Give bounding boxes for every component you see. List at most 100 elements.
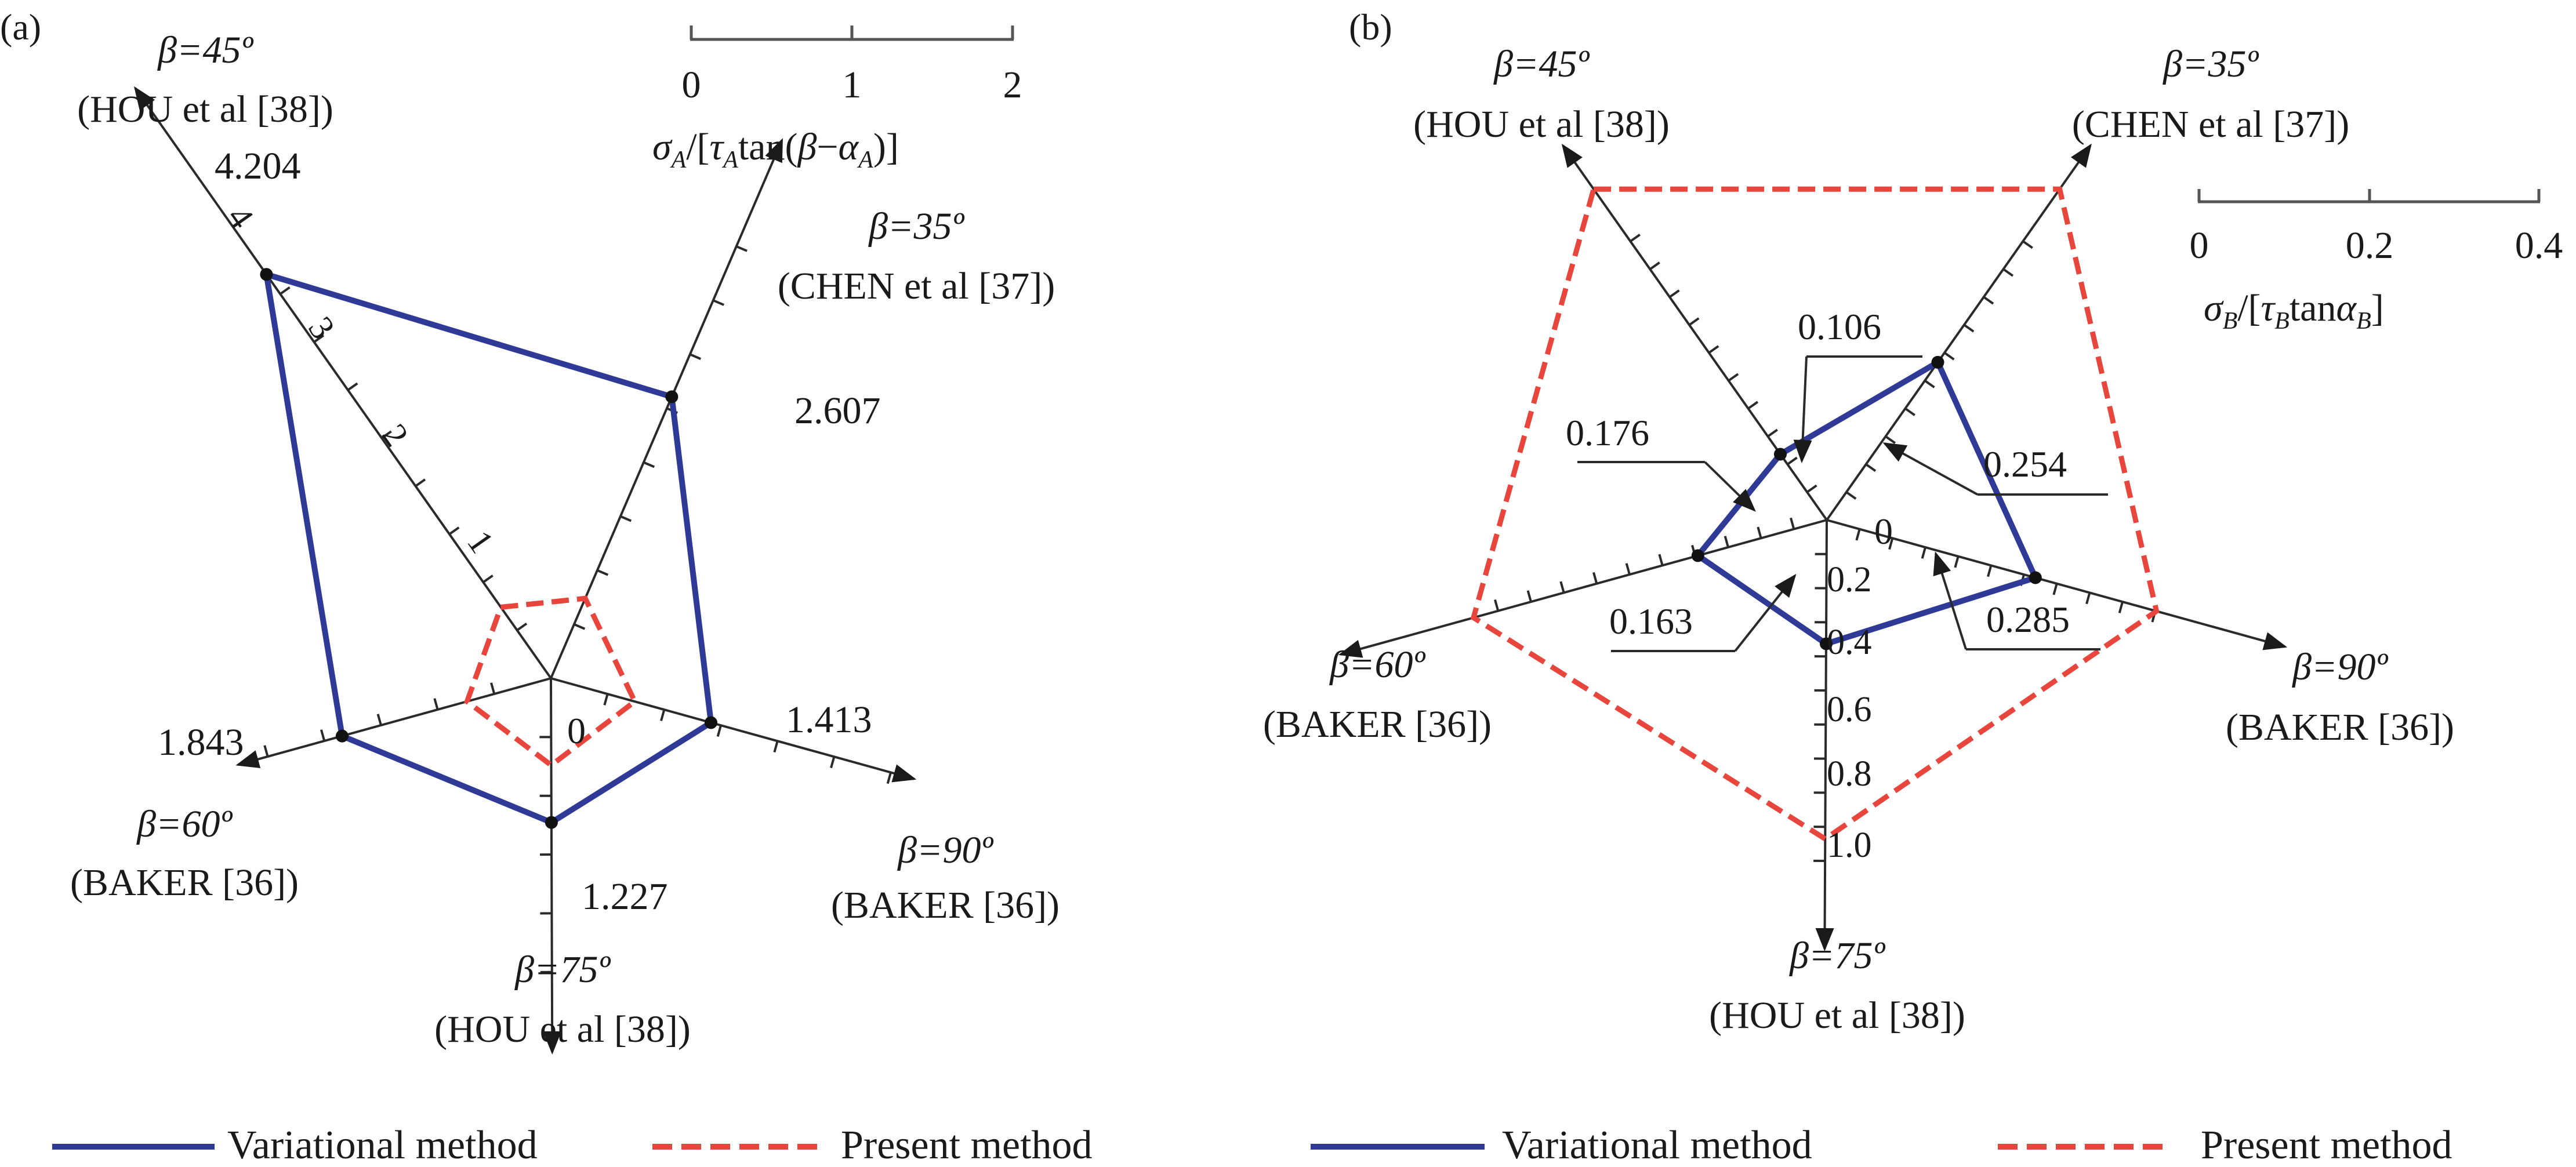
panel-b-series	[1470, 186, 2160, 842]
panel-b-axis-60-source: (BAKER [36])	[1263, 703, 1492, 746]
panel-a-tick-35-7	[735, 245, 748, 252]
panel-a-point-75	[545, 816, 558, 829]
panel-b-series-present	[1470, 186, 2160, 842]
panel-b-radial-ticks	[1494, 234, 2157, 862]
panel-b-value-label-163: 0.163	[1609, 601, 1693, 642]
panel-a-point-90	[705, 716, 717, 729]
panel-a-axis-90-beta: β=90º	[897, 829, 993, 871]
panel-b-point-60	[1691, 549, 1704, 562]
panel-a-tick-35-3	[643, 461, 655, 468]
panel-b-scale-title: σB/[τBtanαB]	[2204, 287, 2384, 335]
panel-a: (a) 0 1 2 3 4 4.204 2.607 1.413 1.227 1.…	[0, 6, 1060, 1055]
panel-b-tick-35-7	[1983, 296, 1994, 305]
panel-a-value-label-90: 1.413	[786, 699, 872, 741]
panel-a-tick-45-4	[381, 430, 392, 439]
panel-b-points	[1691, 355, 2042, 650]
panel-a-axis-90	[550, 677, 917, 783]
panel-b-tick-35-1	[1865, 463, 1877, 472]
panel-a-tick-45-0	[516, 622, 528, 631]
panel-b-tick-45-6	[1688, 317, 1700, 326]
panel-b-axis-45	[1561, 143, 1828, 521]
panel-a-radial-label-3: 3	[301, 310, 342, 346]
panel-b-tick-45-7	[1668, 289, 1680, 299]
panel-b-tick-45-5	[1708, 345, 1719, 354]
panel-b-radial-label-0: 0	[1874, 511, 1893, 552]
panel-a-tick-60-1	[433, 698, 439, 710]
panel-b-tick-60-4	[1658, 554, 1664, 566]
panel-b-leader-176-arrow	[1704, 461, 1756, 512]
panel-b-axis-35-source: (CHEN et al [37])	[2072, 103, 2349, 146]
panel-b-tick-60-1	[1757, 526, 1762, 539]
panel-b-tick-45-4	[1728, 373, 1739, 382]
panel-b-tick-35-5	[1943, 351, 1955, 361]
panel-a-tick-90-5	[886, 772, 892, 784]
panel-b-point-90	[2029, 571, 2042, 584]
panel-b-tick-45-8	[1649, 261, 1660, 270]
panel-b-radial-label-5: 1.0	[1827, 826, 1872, 865]
panel-a-scale-bar: 0 1 2 σA/[τAtan(β−αA)]	[652, 26, 1022, 173]
panel-a-axis-45-beta: β=45º	[157, 29, 253, 71]
panel-b-tick-35-8	[2002, 268, 2014, 277]
panel-b-tick-90-1	[1888, 537, 1894, 550]
panel-b-series-variational	[1693, 358, 2040, 648]
panel-a-series	[263, 270, 714, 826]
panel-a-tick-35-0	[574, 623, 586, 630]
panel-a-tick-45-2	[448, 526, 460, 536]
panel-a-point-45	[260, 268, 273, 281]
panel-a-scale-tick-1: 1	[843, 64, 862, 106]
panel-a-tick-90-2	[716, 725, 722, 737]
panel-a-value-label-60: 1.843	[158, 721, 244, 764]
panel-b-tick-60-7	[1559, 581, 1565, 593]
panel-b-tick-60-9	[1494, 599, 1500, 612]
panel-a-tick-90-0	[603, 693, 609, 706]
panel-a-tick-45-3	[415, 478, 426, 488]
panel-b-tick-90-8	[2118, 601, 2124, 613]
panel-a-axis-90-source: (BAKER [36])	[831, 884, 1060, 926]
panel-a-scale-tick-0: 0	[682, 64, 701, 106]
panel-b-tick-35-6	[1963, 323, 1975, 333]
panel-b-point-35	[1931, 355, 1944, 369]
panel-a-axis-75	[543, 678, 562, 1055]
legend-b-present-label: Present method	[2201, 1123, 2452, 1167]
panel-a-radial-label-0: 0	[567, 710, 586, 751]
panel-b-axis-60	[1338, 519, 1827, 658]
panel-b-tick-90-6	[2052, 583, 2058, 595]
panel-b-leader-106-arrow	[1793, 356, 1812, 463]
panel-b-axis-45-beta: β=45º	[1493, 43, 1590, 85]
panel-a-axis-75-source: (HOU et al [38])	[434, 1008, 691, 1050]
panel-b-tick-90-4	[1987, 565, 1993, 577]
panel-a-axes	[133, 86, 917, 1055]
panel-b-tick-90-0	[1855, 529, 1861, 541]
panel-b-value-label-176: 0.176	[1566, 412, 1649, 453]
panel-b-tick-90-3	[1954, 556, 1960, 568]
panel-b: (b) 0 0.2 0.4 0.6 0.8 1.0 0.106 0.254 0.…	[1263, 6, 2563, 1037]
panel-b-label: (b)	[1349, 6, 1392, 48]
panel-b-tick-35-0	[1845, 491, 1857, 500]
panel-a-scale-title: σA/[τAtan(β−αA)]	[652, 126, 899, 173]
panel-b-tick-90-7	[2085, 592, 2091, 605]
legend-a-present-label: Present method	[841, 1123, 1093, 1167]
panel-b-tick-35-3	[1904, 408, 1915, 416]
panel-a-tick-90-4	[830, 756, 836, 769]
panel-b-leader-163-arrow	[1734, 573, 1797, 652]
panel-b-scale-tick-2: 0.4	[2515, 224, 2563, 267]
panel-b-tick-60-2	[1724, 536, 1729, 548]
panel-b-axis-35	[1826, 143, 2092, 521]
panel-b-tick-60-6	[1592, 572, 1598, 584]
panel-a-value-label-35: 2.607	[794, 390, 881, 432]
panel-a-radial-label-2: 2	[375, 417, 416, 453]
panel-b-tick-90-2	[1921, 547, 1926, 559]
legend-a-variational-label: Variational method	[227, 1123, 538, 1167]
panel-a-axis-60-beta: β=60º	[136, 803, 233, 845]
panel-b-tick-60-5	[1625, 563, 1631, 575]
panel-b-radial-label-2: 0.4	[1827, 623, 1872, 662]
panel-b-axis-60-beta: β=60º	[1329, 644, 1425, 686]
panel-b-axis-45-source: (HOU et al [38])	[1413, 103, 1670, 146]
panel-b-tick-45-1	[1787, 456, 1798, 466]
panel-a-tick-45-7	[280, 286, 291, 295]
panel-b-point-45	[1774, 448, 1787, 461]
panel-b-leader-285-arrow	[1933, 551, 1967, 650]
panel-a-radial-ticks	[263, 245, 892, 973]
panel-a-points	[260, 268, 717, 829]
panel-a-tick-60-3	[320, 729, 326, 741]
